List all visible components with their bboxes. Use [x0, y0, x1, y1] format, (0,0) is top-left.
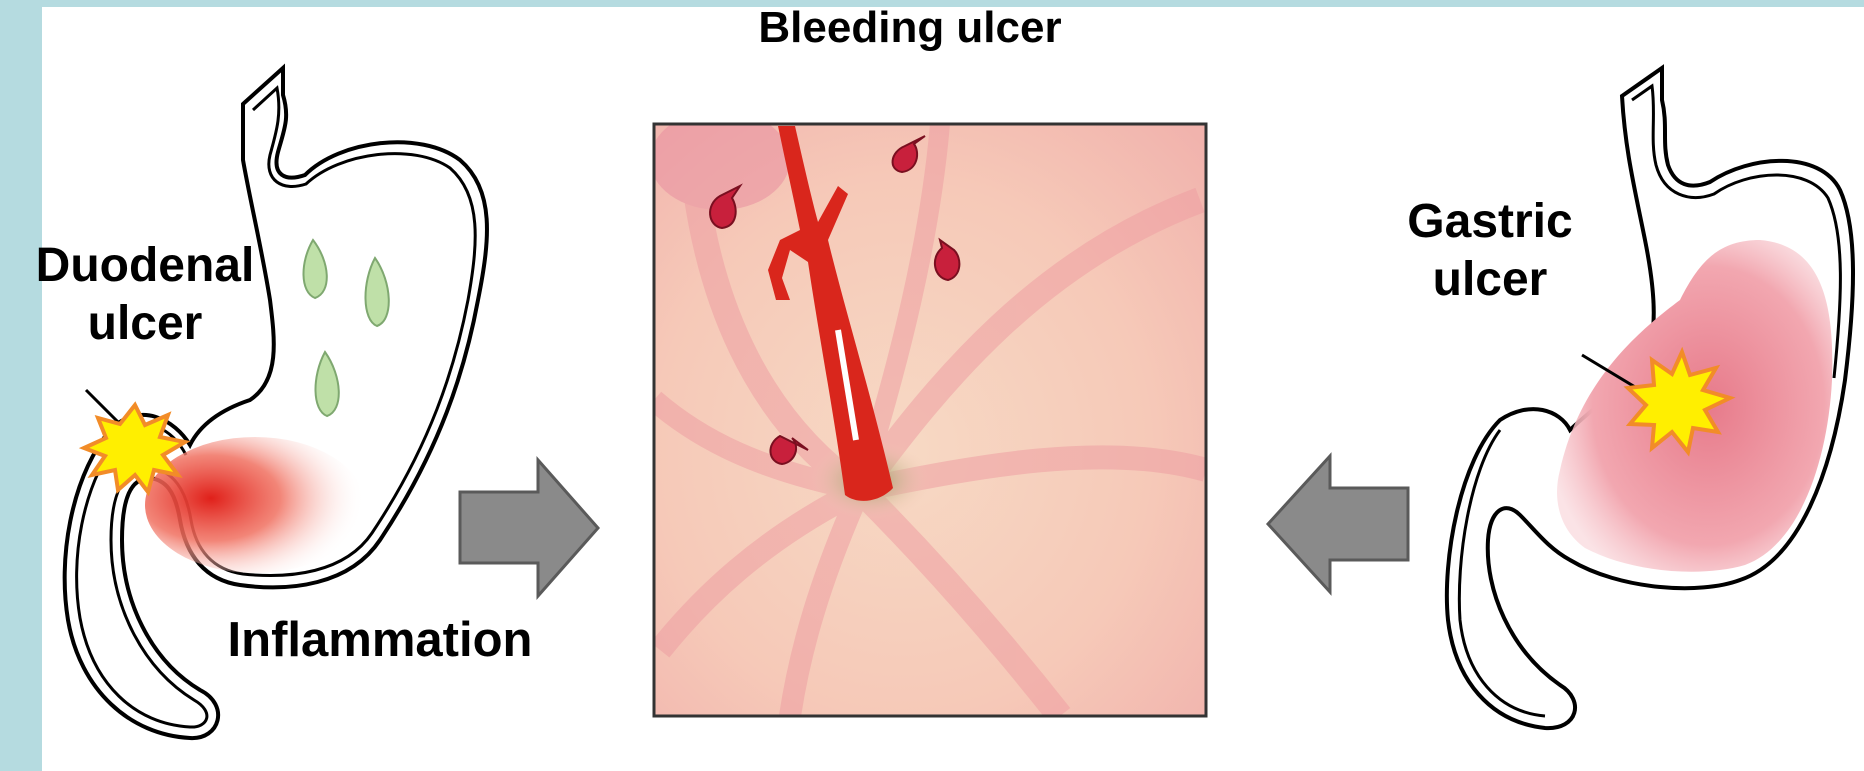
duodenal-label-line1: Duodenal — [0, 237, 290, 295]
diagram-title: Bleeding ulcer — [700, 0, 1120, 55]
inflammation-label: Inflammation — [200, 610, 560, 671]
right-arrow-icon — [460, 460, 598, 596]
gastric-ulcer-label: Gastric ulcer — [1350, 193, 1630, 308]
bleeding-ulcer-panel — [650, 110, 1206, 716]
duodenal-ulcer-label: Duodenal ulcer — [0, 237, 290, 352]
left-arrow-icon — [1268, 456, 1408, 592]
gastric-label-line2: ulcer — [1350, 251, 1630, 309]
duodenal-label-line2: ulcer — [0, 295, 290, 353]
gastric-label-line1: Gastric — [1350, 193, 1630, 251]
